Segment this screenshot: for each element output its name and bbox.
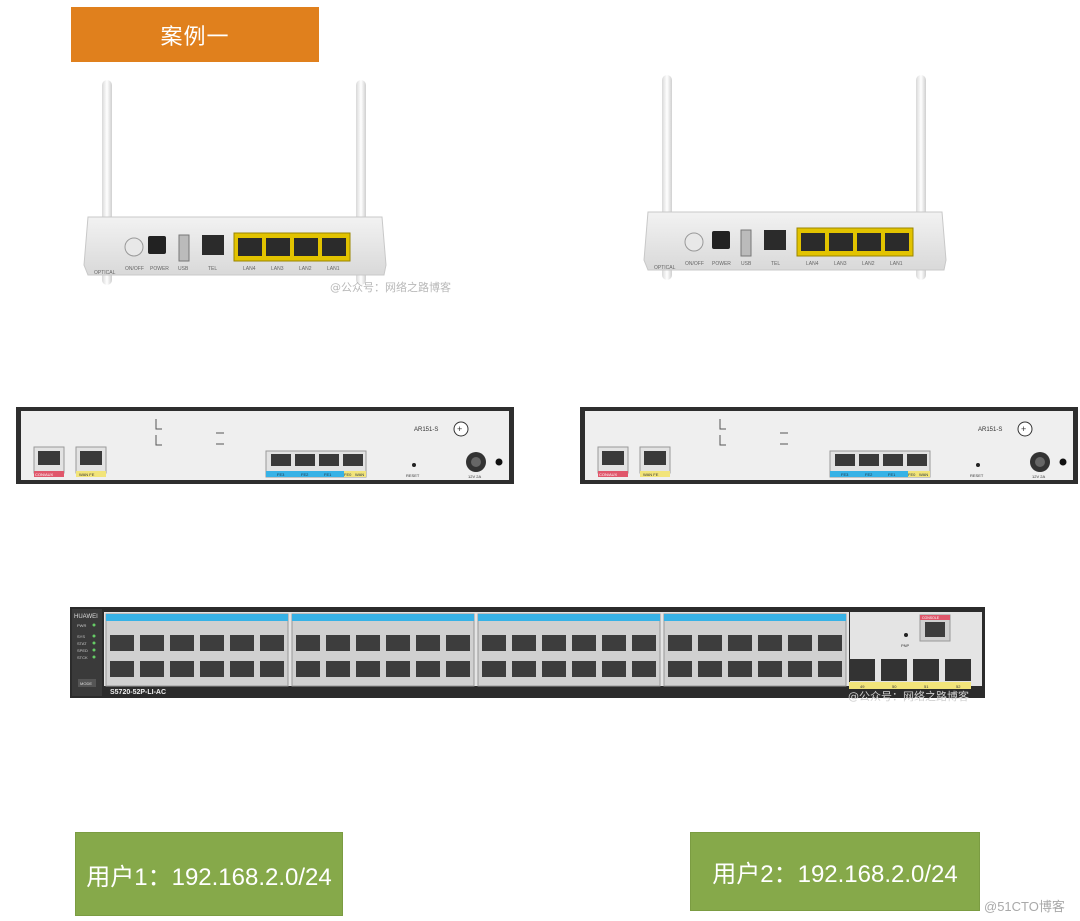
svg-text:52: 52	[956, 684, 961, 689]
svg-text:CONSOLE: CONSOLE	[922, 616, 940, 620]
svg-text:+: +	[457, 424, 462, 434]
svg-text:12V 2A: 12V 2A	[1032, 474, 1045, 479]
switch-watermark: @公众号：网络之路博客	[848, 690, 969, 703]
svg-text:FE3: FE3	[841, 472, 849, 477]
svg-text:PWR: PWR	[77, 623, 86, 628]
case-title: 案例一	[71, 7, 319, 62]
svg-text:FE0: FE0	[908, 472, 916, 477]
port-label: USB	[178, 266, 189, 272]
router-device-2: CON/AUX WAN FE FE3 FE2 FE1 FE0 WAN AR151…	[580, 407, 1078, 484]
svg-text:50: 50	[892, 684, 897, 689]
svg-text:FE2: FE2	[301, 472, 309, 477]
svg-text:RESET: RESET	[970, 473, 984, 478]
svg-text:AR151-S: AR151-S	[978, 427, 1002, 433]
svg-text:USB: USB	[741, 261, 752, 267]
svg-text:FE0: FE0	[344, 472, 352, 477]
svg-text:LAN3: LAN3	[834, 261, 847, 267]
tel-port	[202, 235, 224, 255]
svg-text:LAN1: LAN1	[890, 261, 903, 267]
svg-text:HUAWEI: HUAWEI	[74, 614, 98, 620]
ont-watermark: @公众号：网络之路博客	[330, 281, 451, 294]
power-jack	[148, 236, 166, 254]
svg-text:51: 51	[924, 684, 929, 689]
svg-text:LAN2: LAN2	[862, 261, 875, 267]
svg-text:LAN4: LAN4	[806, 261, 819, 267]
svg-text:12V 2A: 12V 2A	[468, 474, 481, 479]
svg-text:49: 49	[860, 684, 865, 689]
svg-text:WAN FE: WAN FE	[643, 472, 659, 477]
port-label: POWER	[150, 266, 169, 272]
port-label: OPTICAL	[94, 270, 116, 276]
svg-text:PNP: PNP	[901, 643, 910, 648]
site-watermark: @51CTO博客	[984, 899, 1065, 914]
svg-text:MODE: MODE	[80, 681, 92, 686]
svg-text:RESET: RESET	[406, 473, 420, 478]
svg-text:FE2: FE2	[865, 472, 873, 477]
port-label: TEL	[208, 266, 217, 272]
svg-text:WAN: WAN	[919, 472, 928, 477]
ont-device-1: OPTICAL ON/OFF POWER USB TEL LAN4 LAN3 L…	[83, 80, 387, 285]
svg-text:OPTICAL: OPTICAL	[654, 265, 676, 271]
svg-text:FE1: FE1	[324, 472, 332, 477]
svg-text:STCK: STCK	[77, 655, 88, 660]
svg-text:POWER: POWER	[712, 261, 731, 267]
svg-text:CON/AUX: CON/AUX	[599, 472, 618, 477]
svg-text:WAN FE: WAN FE	[79, 472, 95, 477]
user2-box: 用户2：192.168.2.0/24	[690, 832, 980, 911]
svg-text:WAN: WAN	[355, 472, 364, 477]
svg-text:+: +	[1021, 424, 1026, 434]
port-label: LAN3	[271, 266, 284, 272]
user1-box: 用户1：192.168.2.0/24	[75, 832, 343, 916]
svg-text:S5720-52P-LI-AC: S5720-52P-LI-AC	[110, 689, 166, 696]
svg-text:CON/AUX: CON/AUX	[35, 472, 54, 477]
svg-text:FE3: FE3	[277, 472, 285, 477]
ont-device-2: OPTICAL ON/OFF POWER USB TEL LAN4 LAN3 L…	[643, 75, 947, 280]
svg-text:ON/OFF: ON/OFF	[685, 261, 704, 267]
svg-text:TEL: TEL	[771, 261, 780, 267]
svg-text:SPED: SPED	[77, 648, 88, 653]
router-device-1: CON/AUX WAN FE FE3 FE2 FE1 FE0 WAN AR151…	[16, 407, 514, 484]
svg-text:FE1: FE1	[888, 472, 896, 477]
port-label: LAN1	[327, 266, 340, 272]
port-label: LAN4	[243, 266, 256, 272]
svg-text:AR151-S: AR151-S	[414, 427, 438, 433]
port-label: LAN2	[299, 266, 312, 272]
svg-text:SYS: SYS	[77, 634, 85, 639]
switch-device: HUAWEI PWR SYS STAT SPED STCK MODE S5720…	[70, 607, 985, 698]
svg-text:STAT: STAT	[77, 641, 87, 646]
port-label: ON/OFF	[125, 266, 144, 272]
